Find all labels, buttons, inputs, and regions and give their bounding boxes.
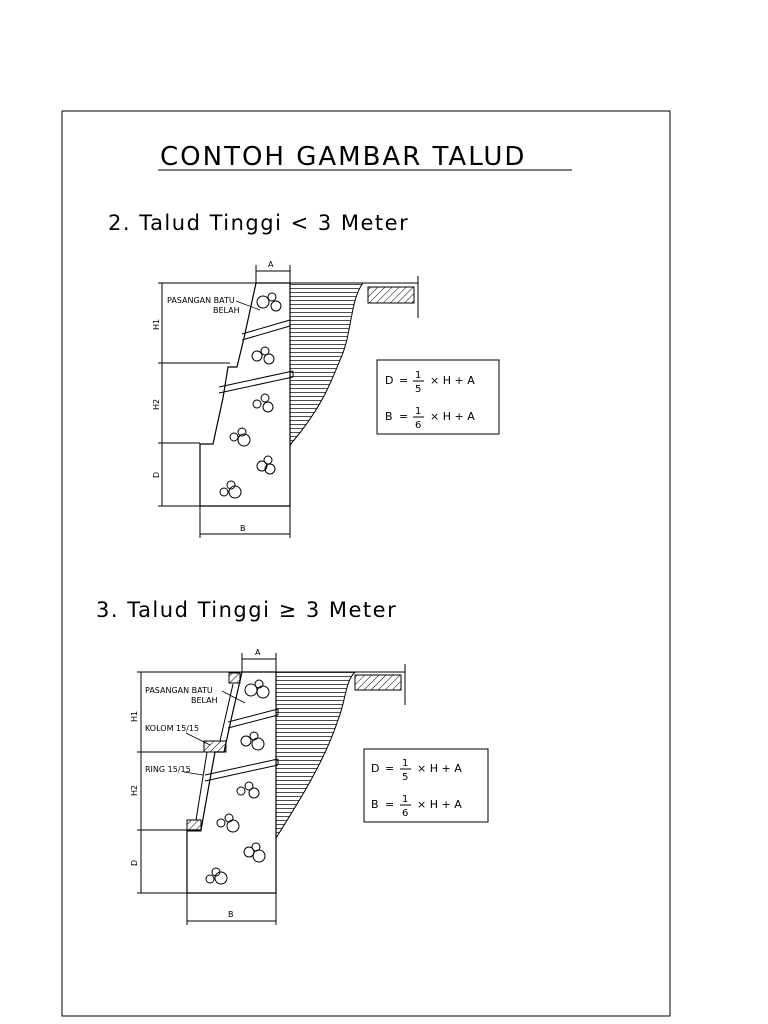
formula-1-num: 1 (402, 758, 408, 769)
formula-2-rhs: × H + A (430, 410, 475, 423)
formula-box (376, 359, 500, 435)
drainage-channel (354, 674, 402, 691)
formula-1-eq: = (399, 374, 408, 387)
ring-leader (183, 771, 204, 776)
formula-row-1: D = 1 5 × H + A (371, 758, 462, 783)
dim-h1-label: H1 (152, 319, 161, 330)
formula-row-2: B = 1 6 × H + A (371, 794, 462, 819)
drain-pipes (204, 708, 279, 782)
formula-2-den: 6 (415, 420, 421, 431)
formula-1-lhs: D (385, 374, 393, 387)
formula-1-eq: = (385, 762, 394, 775)
dim-d-label: D (152, 472, 161, 478)
kolom-top-block (228, 672, 241, 684)
kolom-block (203, 740, 227, 753)
masonry-leader (235, 300, 261, 311)
retaining-wall (199, 282, 291, 507)
formula-1-num: 1 (415, 370, 421, 381)
retaining-wall (186, 671, 277, 894)
page-title: CONTOH GAMBAR TALUD (160, 142, 526, 172)
formula-2-rhs: × H + A (417, 798, 462, 811)
drawing-frame (61, 110, 671, 1017)
formula-2-num: 1 (402, 794, 408, 805)
dim-a-label: A (255, 648, 261, 657)
formula-2-lhs: B (371, 798, 379, 811)
ring-label: RING 15/15 (145, 765, 191, 774)
dim-b-label: B (240, 524, 246, 533)
stones (205, 679, 270, 885)
masonry-label-line1: PASANGAN BATU (145, 686, 213, 695)
section-2-heading: 2. Talud Tinggi < 3 Meter (108, 211, 409, 235)
drainage-channel (367, 286, 415, 304)
dim-h2-label: H2 (152, 399, 161, 410)
formula-1-rhs: × H + A (417, 762, 462, 775)
formula-2-eq: = (385, 798, 394, 811)
formula-1-lhs: D (371, 762, 379, 775)
dim-h1-label: H1 (130, 711, 139, 722)
masonry-label-line1: PASANGAN BATU (167, 296, 235, 305)
dim-a-label: A (268, 260, 274, 269)
retained-soil (275, 671, 357, 840)
masonry-leader (221, 690, 246, 704)
kolom-line (219, 683, 234, 742)
section-3: 3. Talud Tinggi ≥ 3 Meter (96, 598, 489, 925)
kolom-leader (185, 732, 211, 746)
masonry-label-line2: BELAH (213, 306, 240, 315)
formula-row-2: B = 1 6 × H + A (385, 406, 475, 431)
dim-h2-label: H2 (130, 785, 139, 796)
formula-2-num: 1 (415, 406, 421, 417)
drain-pipes (218, 319, 294, 394)
dim-d-label: D (130, 860, 139, 866)
formula-2-lhs: B (385, 410, 393, 423)
ring-block (186, 819, 202, 832)
section-3-heading: 3. Talud Tinggi ≥ 3 Meter (96, 598, 397, 622)
formula-box (363, 748, 489, 823)
formula-1-den: 5 (402, 772, 408, 783)
formula-1-rhs: × H + A (430, 374, 475, 387)
formula-1-den: 5 (415, 384, 421, 395)
dim-b-label: B (228, 910, 234, 919)
section-2: 2. Talud Tinggi < 3 Meter PASANG (108, 211, 500, 538)
masonry-label-line2: BELAH (191, 696, 218, 705)
retained-soil (289, 282, 365, 447)
formula-2-den: 6 (402, 808, 408, 819)
kolom-label: KOLOM 15/15 (145, 724, 199, 733)
stones (219, 292, 282, 499)
formula-row-1: D = 1 5 × H + A (385, 370, 475, 395)
ring-line (195, 751, 208, 821)
formula-2-eq: = (399, 410, 408, 423)
